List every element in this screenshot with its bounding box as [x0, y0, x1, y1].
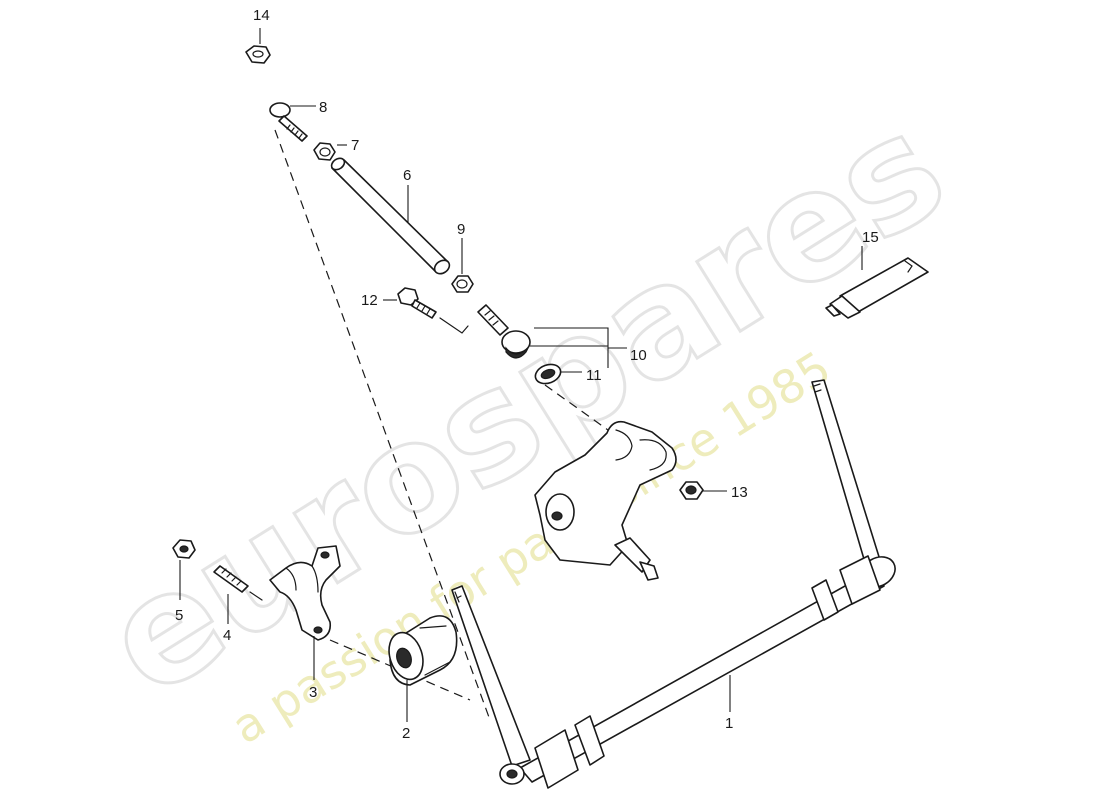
- callout-9: 9: [457, 221, 465, 238]
- part-1-stabilizer-bar: [451, 379, 896, 789]
- part-15-grease-tube: [825, 257, 929, 319]
- leader-lines: [179, 28, 863, 722]
- callout-14: 14: [253, 7, 270, 24]
- callout-13: 13: [731, 484, 748, 501]
- part-12-bolt: [397, 287, 469, 334]
- callout-6: 6: [403, 167, 411, 184]
- callout-5: 5: [175, 607, 183, 624]
- part-9-nut: [451, 275, 474, 293]
- callout-10: 10: [630, 347, 647, 364]
- callout-15: 15: [862, 229, 879, 246]
- callout-3: 3: [309, 684, 317, 701]
- callout-2: 2: [402, 725, 410, 742]
- callout-11: 11: [586, 367, 602, 384]
- part-7-nut: [313, 142, 336, 161]
- callout-1: 1: [725, 715, 733, 732]
- callout-4: 4: [223, 627, 231, 644]
- part-4-stud: [213, 565, 263, 601]
- watermark: eurospares a passion for parts since 198…: [75, 79, 975, 754]
- part-6-tube: [330, 157, 451, 275]
- part-3-clamp: [269, 545, 341, 641]
- part-13-nut: [679, 481, 704, 500]
- drop-link-bracket: [534, 420, 677, 581]
- part-11-ring: [534, 363, 562, 385]
- callout-labels: 14 8 7 6 9 15 12 10 11 13 5 4 3 2 1: [175, 7, 879, 742]
- part-2-bushing: [388, 615, 458, 686]
- part-10-ball-joint: [477, 304, 531, 359]
- callout-7: 7: [351, 137, 359, 154]
- part-5-nut: [172, 539, 196, 559]
- watermark-brand: eurospares: [77, 80, 974, 730]
- part-14-nut: [245, 45, 271, 64]
- callout-12: 12: [361, 292, 378, 309]
- callout-8: 8: [319, 99, 327, 116]
- part-8-bolt: [269, 102, 308, 142]
